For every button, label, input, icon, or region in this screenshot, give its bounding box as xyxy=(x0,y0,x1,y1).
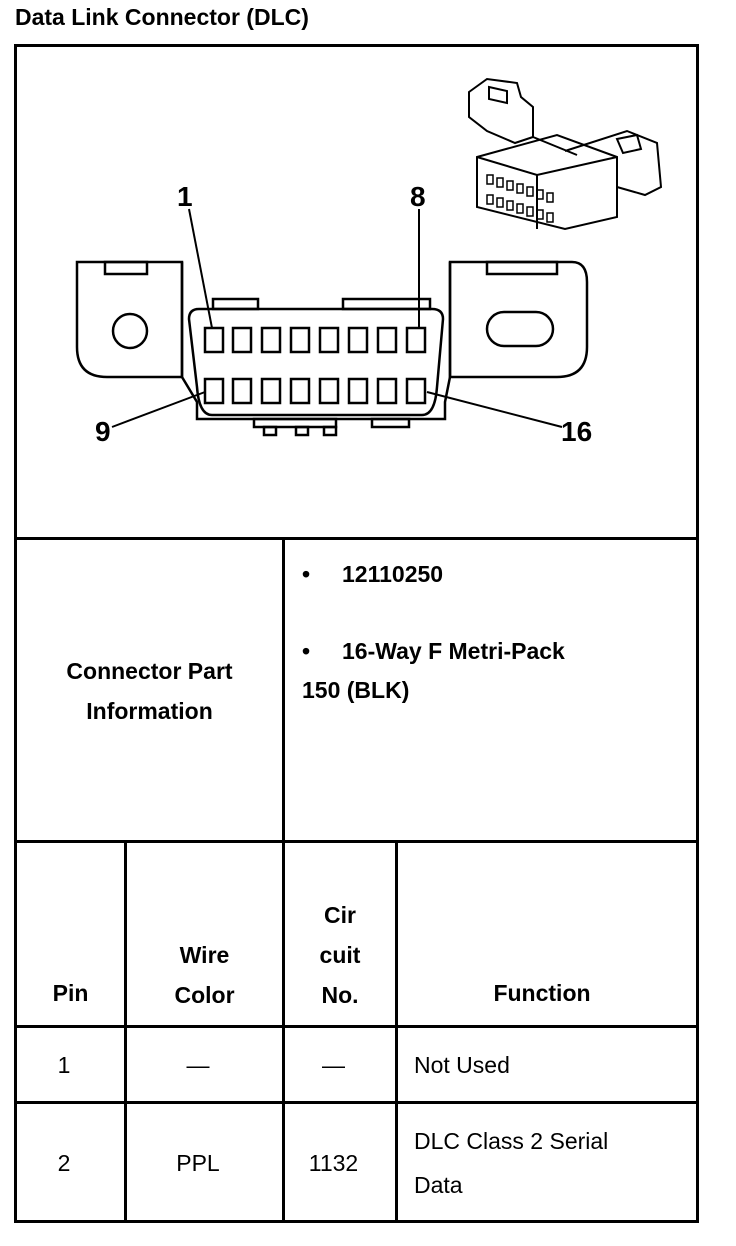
function-line: Data xyxy=(414,1172,463,1198)
divider xyxy=(282,537,285,1223)
pin-cavity xyxy=(347,326,369,354)
header-line: Wire xyxy=(179,942,230,968)
pin-cavity xyxy=(289,377,311,405)
bottom-tab xyxy=(370,417,411,429)
left-latch xyxy=(103,260,149,276)
part-number: 12110250 xyxy=(342,561,444,587)
header-pin: Pin xyxy=(52,980,89,1006)
part-info-label-line: Connector Part xyxy=(66,658,233,684)
pin-cavity xyxy=(203,377,225,405)
pin-cavity xyxy=(376,326,398,354)
connector-table-frame xyxy=(14,44,699,1223)
pin-cavity xyxy=(203,326,225,354)
table-cell-wire-color: PPL xyxy=(176,1150,220,1176)
connector-isometric-view xyxy=(468,77,663,231)
divider xyxy=(14,840,699,843)
pin-16-leader xyxy=(426,391,563,428)
table-cell-circuit: 1132 xyxy=(308,1150,359,1176)
page-title: Data Link Connector (DLC) xyxy=(15,4,309,30)
part-info-label: Connector Part Information xyxy=(17,651,282,731)
header-line: cuit xyxy=(319,942,361,968)
header-wire-color: Wire Color xyxy=(127,935,282,1015)
divider xyxy=(14,537,699,540)
table-cell-wire-color: — xyxy=(186,1052,210,1078)
pin-cavity xyxy=(318,377,340,405)
pin-label-9: 9 xyxy=(95,416,111,447)
divider xyxy=(14,1101,699,1104)
header-function: Function xyxy=(493,980,591,1006)
divider xyxy=(395,840,398,1223)
pin-label-8: 8 xyxy=(410,181,426,212)
part-description: 16-Way F Metri-Pack xyxy=(342,638,565,664)
bottom-tab xyxy=(294,425,310,437)
bottom-tab xyxy=(322,425,338,437)
part-info-label-line: Information xyxy=(86,698,213,724)
dlc-connector-diagram: 1 8 9 16 xyxy=(75,77,663,447)
pin-cavity xyxy=(289,326,311,354)
pin-9-leader xyxy=(111,391,206,428)
pin-cavity xyxy=(231,326,253,354)
pin-cavity xyxy=(376,377,398,405)
pin-label-16: 16 xyxy=(561,416,592,447)
top-rib xyxy=(211,297,260,311)
divider xyxy=(14,1025,699,1028)
pin-cavity xyxy=(231,377,253,405)
table-cell-function: Not Used xyxy=(414,1052,510,1078)
divider xyxy=(124,840,127,1223)
header-line: Color xyxy=(174,982,235,1008)
connector-face xyxy=(187,307,445,417)
part-number-line: • 12110250 xyxy=(302,561,443,588)
pin-cavity xyxy=(347,377,369,405)
table-cell-circuit: — xyxy=(322,1052,345,1078)
pin-cavity xyxy=(405,326,427,354)
table-cell-pin: 1 xyxy=(57,1052,71,1078)
pin-cavity xyxy=(318,326,340,354)
pin-1-leader xyxy=(188,208,213,329)
table-cell-function: DLC Class 2 Serial Data xyxy=(414,1119,608,1207)
pin-cavity xyxy=(260,326,282,354)
bullet: • xyxy=(302,561,311,587)
header-line: No. xyxy=(321,982,359,1008)
pin-label-1: 1 xyxy=(177,181,193,212)
header-line: Cir xyxy=(324,902,356,928)
bottom-tab xyxy=(262,425,278,437)
mounting-slot xyxy=(485,310,555,348)
pin-cavity xyxy=(260,377,282,405)
top-rib xyxy=(341,297,432,311)
pin-cavity xyxy=(405,377,427,405)
function-line: DLC Class 2 Serial xyxy=(414,1128,609,1154)
right-mounting-ear xyxy=(448,260,589,379)
right-latch xyxy=(485,260,559,276)
bullet: • xyxy=(302,638,311,664)
mounting-hole xyxy=(111,312,149,350)
part-description-line-2: 150 (BLK) xyxy=(302,677,410,703)
left-mounting-ear xyxy=(75,260,184,379)
table-cell-pin: 2 xyxy=(57,1150,71,1176)
part-description-line: • 16-Way F Metri-Pack xyxy=(302,638,565,665)
header-circuit-no: Cir cuit No. xyxy=(285,895,395,1015)
